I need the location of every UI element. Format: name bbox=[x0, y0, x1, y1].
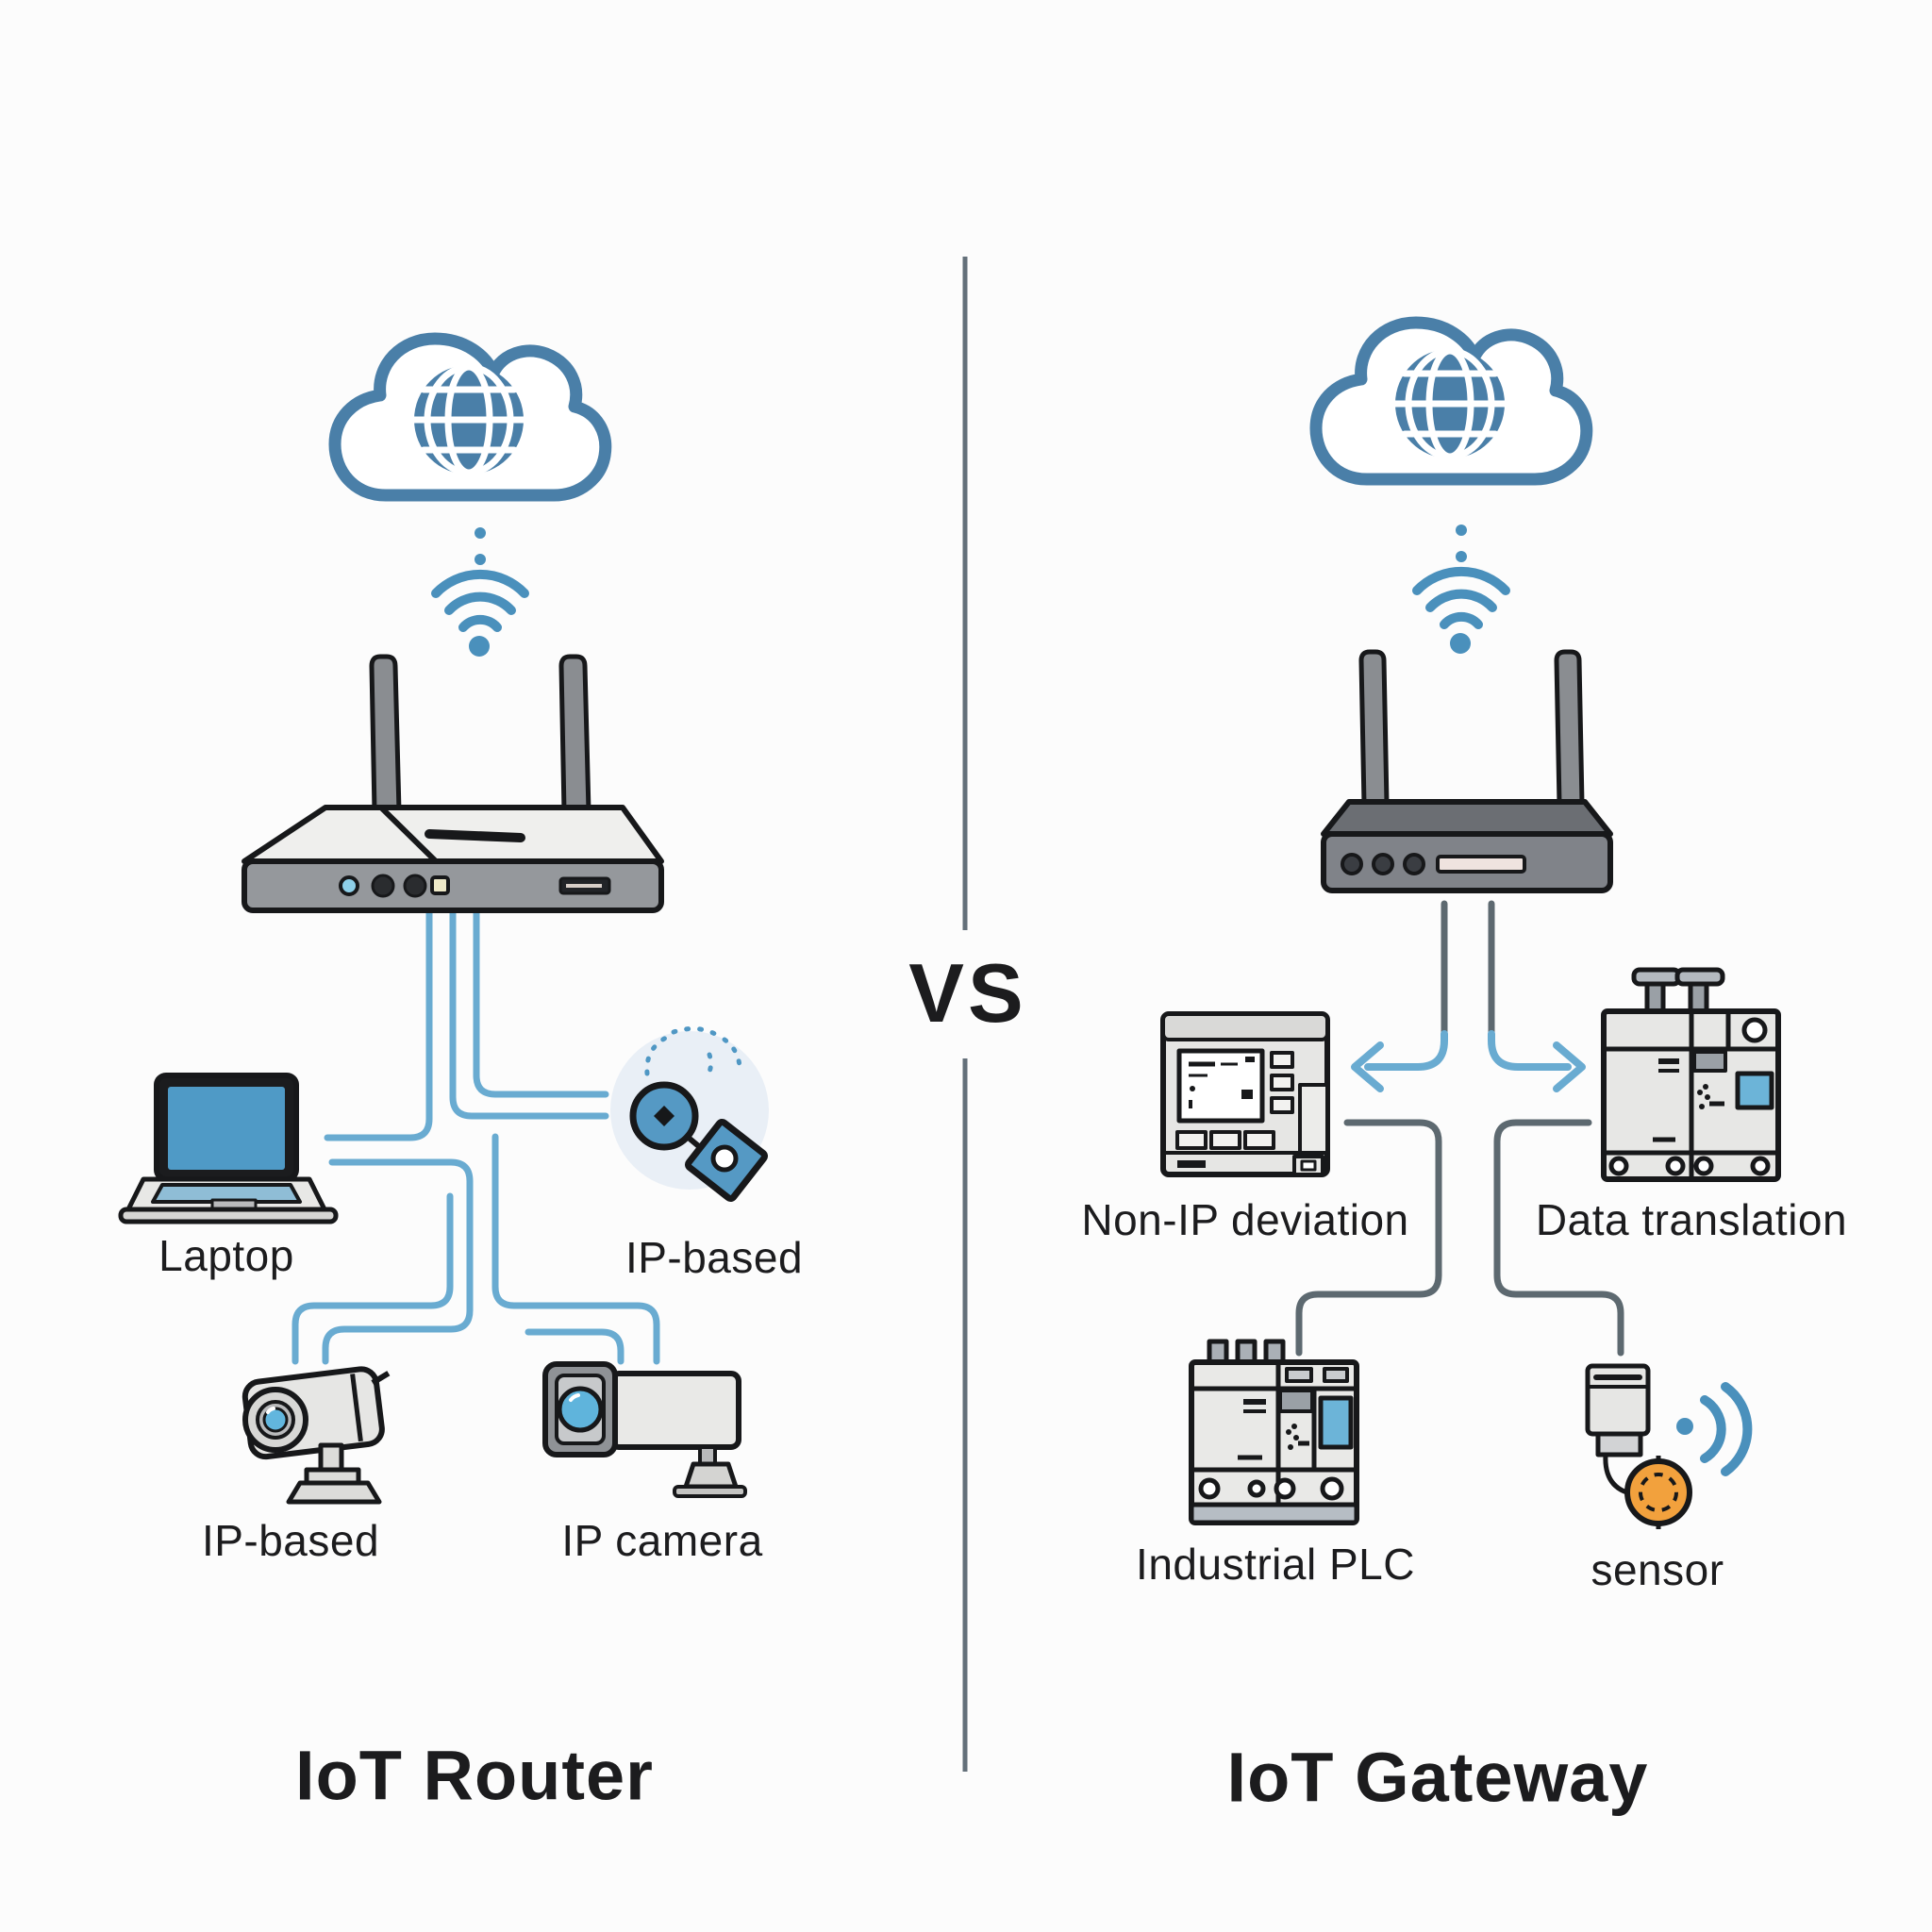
sensor-label: sensor bbox=[1591, 1545, 1724, 1594]
laptop-label: Laptop bbox=[158, 1231, 294, 1280]
vs-label: VS bbox=[908, 946, 1027, 1040]
router-connection-lines bbox=[291, 900, 660, 1365]
ip-camera-label: IP camera bbox=[561, 1516, 763, 1565]
wifi-router-icon bbox=[242, 654, 664, 913]
non-ip-device-label: Non-IP deviation bbox=[1081, 1195, 1409, 1244]
iot-gateway-title: IoT Gateway bbox=[1226, 1738, 1649, 1817]
iot-router-title: IoT Router bbox=[295, 1736, 654, 1815]
laptop-icon bbox=[118, 1073, 339, 1224]
cctv-camera-icon bbox=[242, 1366, 391, 1505]
industrial-plc-icon bbox=[1189, 1339, 1359, 1525]
ip-based-camera-label: IP-based bbox=[201, 1516, 380, 1565]
cloud-internet-icon-left bbox=[335, 339, 606, 495]
gateway-device-icon bbox=[1321, 649, 1613, 893]
wifi-signal-icon-left bbox=[436, 527, 525, 657]
sensor-icon bbox=[1585, 1363, 1753, 1529]
cloud-internet-icon-right bbox=[1316, 323, 1587, 479]
ip-based-device-label: IP-based bbox=[625, 1233, 804, 1282]
plc-module-icon bbox=[1601, 967, 1781, 1182]
control-panel-icon bbox=[1160, 1011, 1330, 1177]
data-translation-label: Data translation bbox=[1535, 1195, 1848, 1244]
wifi-signal-icon-right bbox=[1417, 525, 1506, 654]
ip-based-device-icon bbox=[610, 1026, 769, 1202]
ip-camera-icon bbox=[542, 1361, 747, 1498]
gateway-connection-lines bbox=[1295, 900, 1624, 1357]
industrial-plc-label: Industrial PLC bbox=[1136, 1540, 1415, 1589]
